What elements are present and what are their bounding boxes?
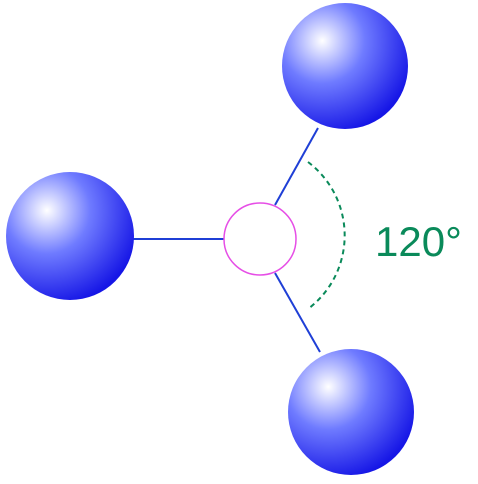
atom-left <box>6 172 134 300</box>
atom-center <box>223 202 297 276</box>
atom-top-right <box>282 3 408 129</box>
angle-arc <box>307 161 346 310</box>
bond-top-right <box>274 127 319 206</box>
angle-label: 120° <box>375 218 462 265</box>
atom-bottom-right <box>288 349 414 475</box>
bond-bottom-right <box>274 272 321 353</box>
